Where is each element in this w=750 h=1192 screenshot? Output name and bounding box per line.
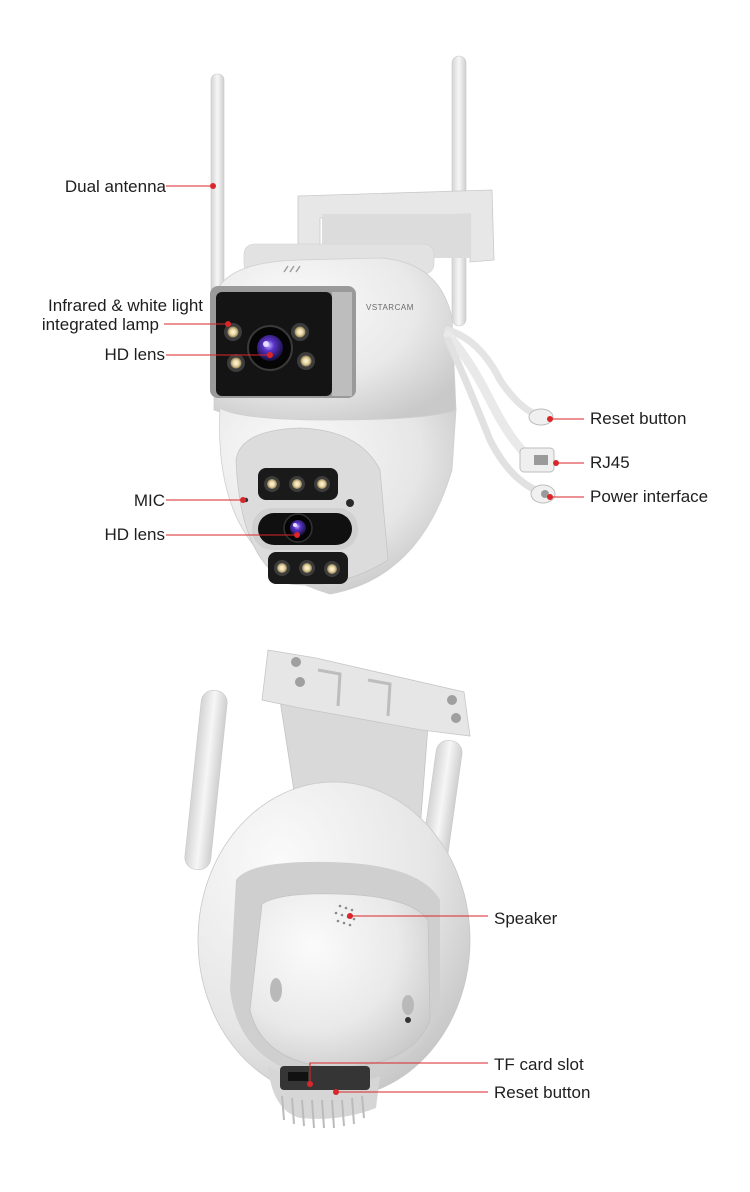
- brand-logo: VSTARCAM: [366, 303, 414, 312]
- top-hd-lens: [247, 325, 293, 371]
- left-antenna-bottom: [184, 690, 228, 870]
- label-reset-button-front: Reset button: [590, 409, 687, 428]
- inner-ball: [249, 893, 431, 1069]
- bottom-callouts: [307, 913, 488, 1095]
- label-mic: MIC: [133, 491, 165, 510]
- top-ir-leds: [224, 323, 315, 372]
- label-rj45: RJ45: [590, 453, 630, 472]
- front-camera-illustration: VSTARCAM: [210, 55, 556, 595]
- front-callouts: [164, 183, 584, 538]
- speaker-grille: [334, 904, 356, 927]
- label-reset-button-bottom: Reset button: [494, 1083, 591, 1102]
- label-tf-card-slot: TF card slot: [494, 1055, 584, 1074]
- label-hd-lens-bottom: HD lens: [104, 525, 165, 544]
- label-lamp-line2: integrated lamp: [41, 315, 159, 334]
- wall-plate: [261, 649, 471, 737]
- bottom-camera-illustration: [184, 649, 471, 1129]
- label-dual-antenna: Dual antenna: [64, 177, 166, 196]
- bottom-ir-leds: [258, 468, 348, 584]
- label-hd-lens-top: HD lens: [104, 345, 165, 364]
- cables: [443, 326, 556, 504]
- label-speaker: Speaker: [494, 909, 558, 928]
- bottom-hd-lens: [252, 508, 358, 550]
- label-lamp-line1: Infrared & white light: [48, 296, 203, 315]
- label-power-interface: Power interface: [590, 487, 709, 506]
